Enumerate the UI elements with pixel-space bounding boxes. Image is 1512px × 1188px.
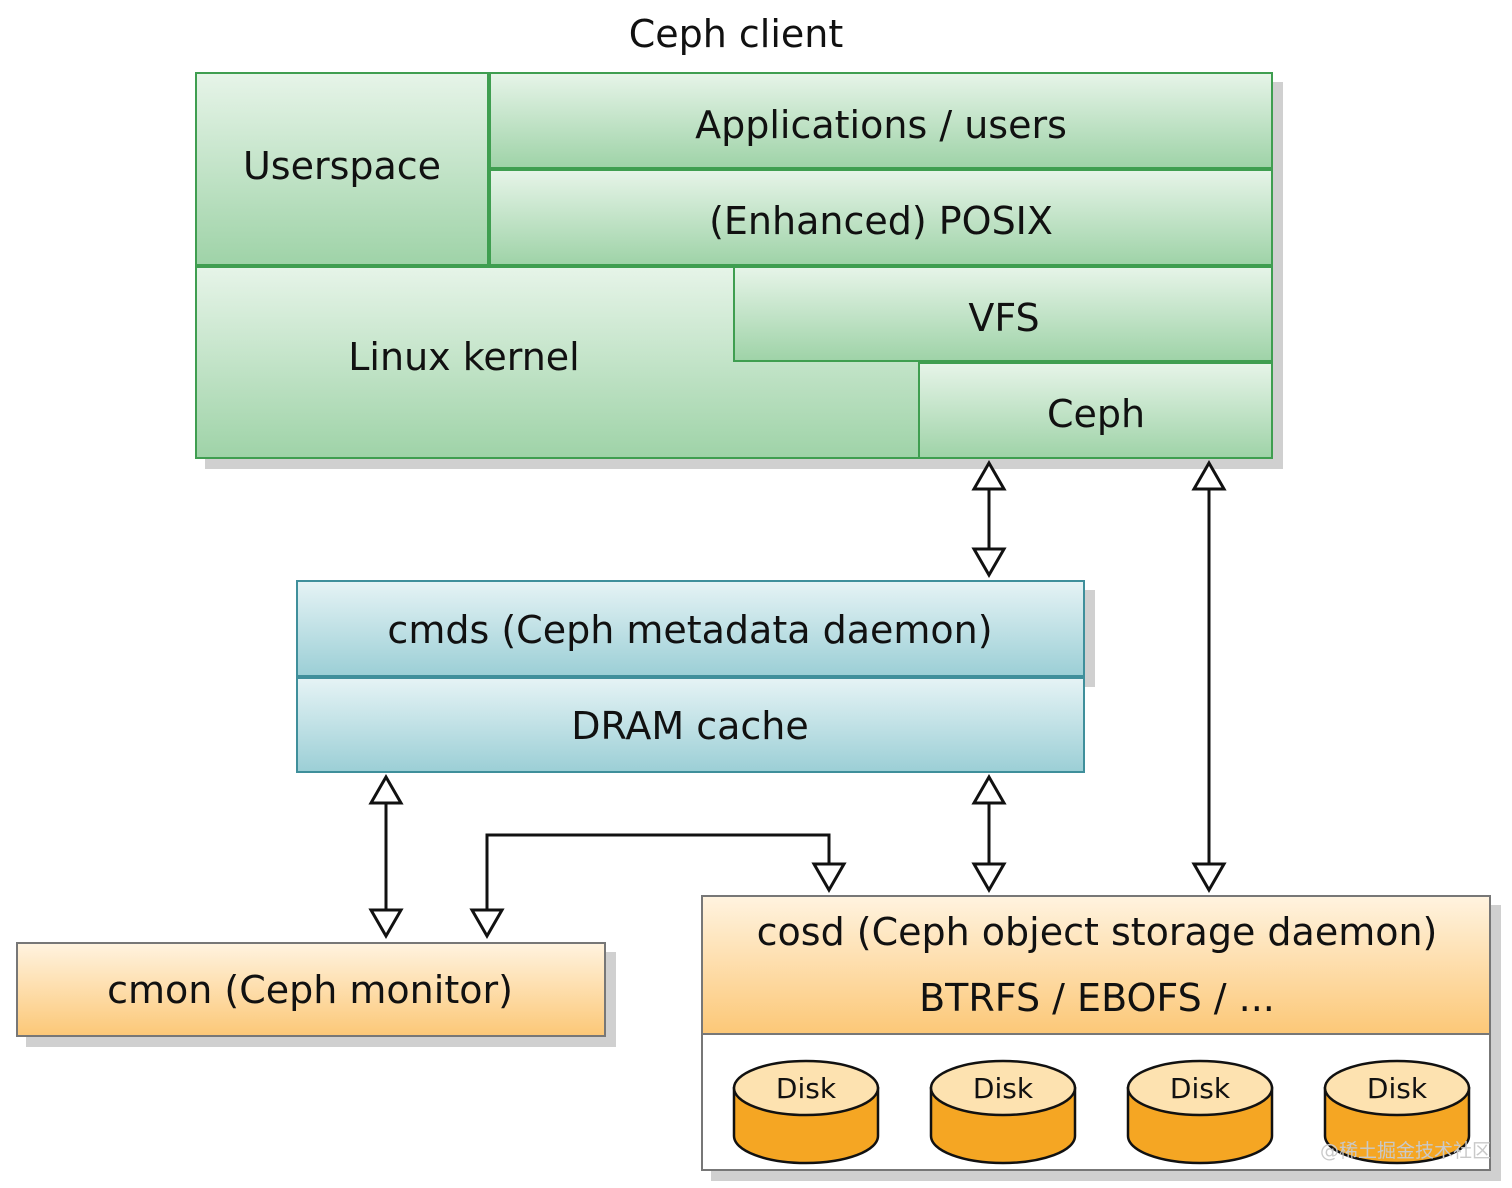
disk-label: Disk: [973, 1072, 1034, 1105]
osd-label: cosd (Ceph object storage daemon): [756, 910, 1438, 954]
ceph-label: Ceph: [1046, 392, 1146, 436]
disk-2: Disk: [929, 1059, 1077, 1165]
posix-label: (Enhanced) POSIX: [709, 199, 1053, 243]
mds-monitor-arrow: [368, 773, 404, 940]
disk-label: Disk: [1367, 1072, 1428, 1105]
userspace-label: Userspace: [242, 144, 442, 188]
userspace-box: [195, 72, 489, 266]
osd-fs-label: BTRFS / EBOFS / ...: [919, 976, 1275, 1020]
disk-1: Disk: [732, 1059, 880, 1165]
disk-3: Disk: [1126, 1059, 1274, 1165]
diagram-title: Ceph client: [628, 12, 844, 56]
monitor-osd-arrow: [469, 833, 847, 940]
client-osd-arrow: [1191, 459, 1227, 894]
client-mds-arrow: [971, 459, 1007, 579]
kernel-label: Linux kernel: [348, 335, 580, 379]
vfs-label: VFS: [968, 296, 1040, 340]
dram-cache-label: DRAM cache: [571, 704, 809, 748]
ceph-kernel-module-box: [918, 362, 1273, 459]
watermark: @稀土掘金技术社区: [1320, 1140, 1492, 1162]
posix-box: [489, 169, 1273, 266]
osd-header-box: [701, 895, 1491, 1035]
vfs-box: [733, 266, 1273, 362]
mds-label: cmds (Ceph metadata daemon): [387, 608, 993, 652]
applications-box: [489, 72, 1273, 169]
disk-group: Disk Disk Disk Disk: [732, 1059, 1471, 1165]
monitor-box: [16, 942, 606, 1037]
disk-4: Disk: [1323, 1059, 1471, 1165]
disk-label: Disk: [776, 1072, 837, 1105]
dram-cache-box: [296, 677, 1085, 773]
mds-osd-arrow: [971, 773, 1007, 894]
monitor-label: cmon (Ceph monitor): [107, 968, 513, 1012]
disk-label: Disk: [1170, 1072, 1231, 1105]
applications-label: Applications / users: [695, 103, 1067, 147]
mds-box: [296, 580, 1085, 677]
